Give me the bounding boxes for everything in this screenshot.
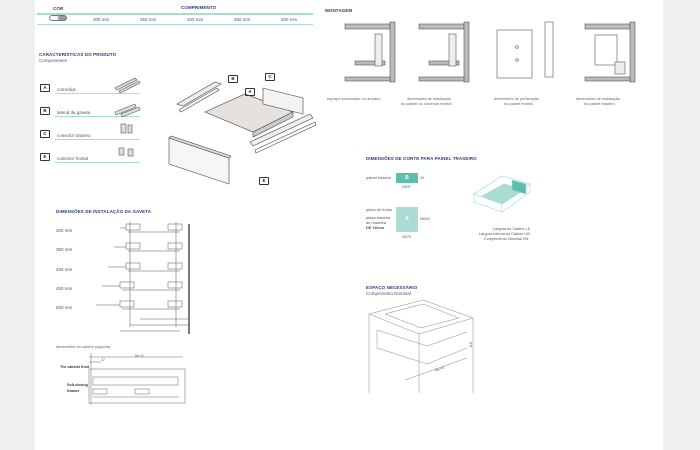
install-length-350: 350 mm (56, 247, 73, 252)
dim-height: 115 (469, 341, 474, 349)
caracteristicas-subtitle: Componentes (39, 58, 68, 63)
component-label: corrediça (57, 87, 76, 92)
caracteristicas-title: CARACTERÍSTICAS DO PRODUTO (39, 52, 117, 57)
length-400: 400 mm (187, 17, 204, 22)
divider (37, 13, 313, 15)
component-letter: E (40, 153, 50, 161)
placa-line: DE 16mm (366, 225, 385, 230)
exploded-drawer-diagram (168, 81, 317, 185)
instalacao-title: DIMENSÕES DE INSTALAÇÃO DA GAVETA (56, 209, 152, 214)
cor-header: COR (53, 6, 64, 11)
install-length-450: 450 mm (56, 286, 73, 291)
placa-line: de madeira (366, 220, 387, 225)
product-sheet: COR COMPRIMENTO 300 mm 350 mm 400 mm 450… (35, 0, 663, 450)
espaco-title: ESPAÇO NECESSÁRIO (366, 285, 418, 290)
b-height-dim: 33 (420, 176, 424, 180)
component-label: lateral da gaveta (57, 110, 91, 115)
install-length-300: 300 mm (56, 228, 73, 233)
drawer-label: Soft-closing (67, 383, 88, 387)
install-slides-diagram (96, 222, 190, 334)
dim-front: 37 (101, 358, 105, 362)
placa-line: placa traseira (366, 215, 391, 220)
legend-dn: Comprimento Nominal DN (484, 237, 529, 241)
painel-traseiro-label: painel traseiro (366, 175, 392, 180)
length-350: 350 mm (140, 17, 157, 22)
dim-total: NL+3 (135, 354, 144, 358)
component-letter: C (40, 130, 50, 138)
component-label: conector traseiro (57, 133, 91, 138)
a-width-dim: LW75 (402, 235, 411, 239)
montagem-caption-3b: do painel frontal (504, 101, 533, 106)
montagem-caption-3a: dimensões de perfuração (494, 96, 540, 101)
espaco-subtitle: Comprimento Nominal (366, 291, 411, 296)
color-swatch-grey (49, 15, 67, 21)
divider (55, 93, 140, 94)
component-letter: A (40, 84, 50, 92)
component-letter: B (40, 107, 50, 115)
length-300: 300 mm (93, 17, 110, 22)
a-height-dim: NW24 (420, 217, 430, 221)
callout-a: A (245, 88, 255, 96)
comprimento-header: COMPRIMENTO (181, 5, 217, 10)
callout-c: C (265, 73, 275, 81)
divider (37, 24, 313, 25)
legend-lw: Largura Interna do Cabine LW (479, 232, 530, 236)
montagem-caption-2a: dimensões de instalação (407, 96, 452, 101)
cabinet-front-label: The cabinet front (60, 365, 90, 369)
cabinet-cut-diagram (473, 175, 531, 213)
b-width-dim: LW37 (402, 185, 411, 189)
length-450: 450 mm (234, 17, 251, 22)
soft-closing-side-diagram (88, 353, 186, 405)
callout-b: B (228, 75, 238, 83)
montagem-caption-4a: dimensões de instalação (576, 96, 621, 101)
placa-fundo-label: placa de fundo (366, 207, 393, 212)
drawer-label: Drawer (67, 389, 80, 393)
divider (55, 162, 140, 163)
cabinet-space-diagram (368, 299, 474, 393)
callout-e: E (259, 177, 269, 185)
montagem-caption-1: espaço necessário no armário (327, 96, 381, 101)
panel-b: B (396, 173, 418, 183)
montagem-caption-2b: do painel do conector frontal (401, 101, 452, 106)
component-label: conector frontal (57, 156, 89, 161)
length-500: 500 mm (281, 17, 298, 22)
montagem-diagrams (344, 21, 636, 83)
legend-le: Largura do Cabine LE (493, 227, 531, 231)
instalacao-caption: dimensões do cabine p/gaveta (56, 344, 111, 349)
montagem-caption-4b: do painel traseiro (584, 101, 615, 106)
divider (55, 116, 140, 117)
component-thumbnails (114, 77, 141, 157)
panel-a: A (396, 207, 418, 232)
corte-title: DIMENSÕES DE CORTE PARA PAINEL TRASEIRO (366, 156, 477, 161)
install-length-400: 400 mm (56, 267, 73, 272)
montagem-title: MONTAGEM (325, 8, 353, 13)
divider (55, 139, 140, 140)
install-length-500: 500 mm (56, 305, 73, 310)
